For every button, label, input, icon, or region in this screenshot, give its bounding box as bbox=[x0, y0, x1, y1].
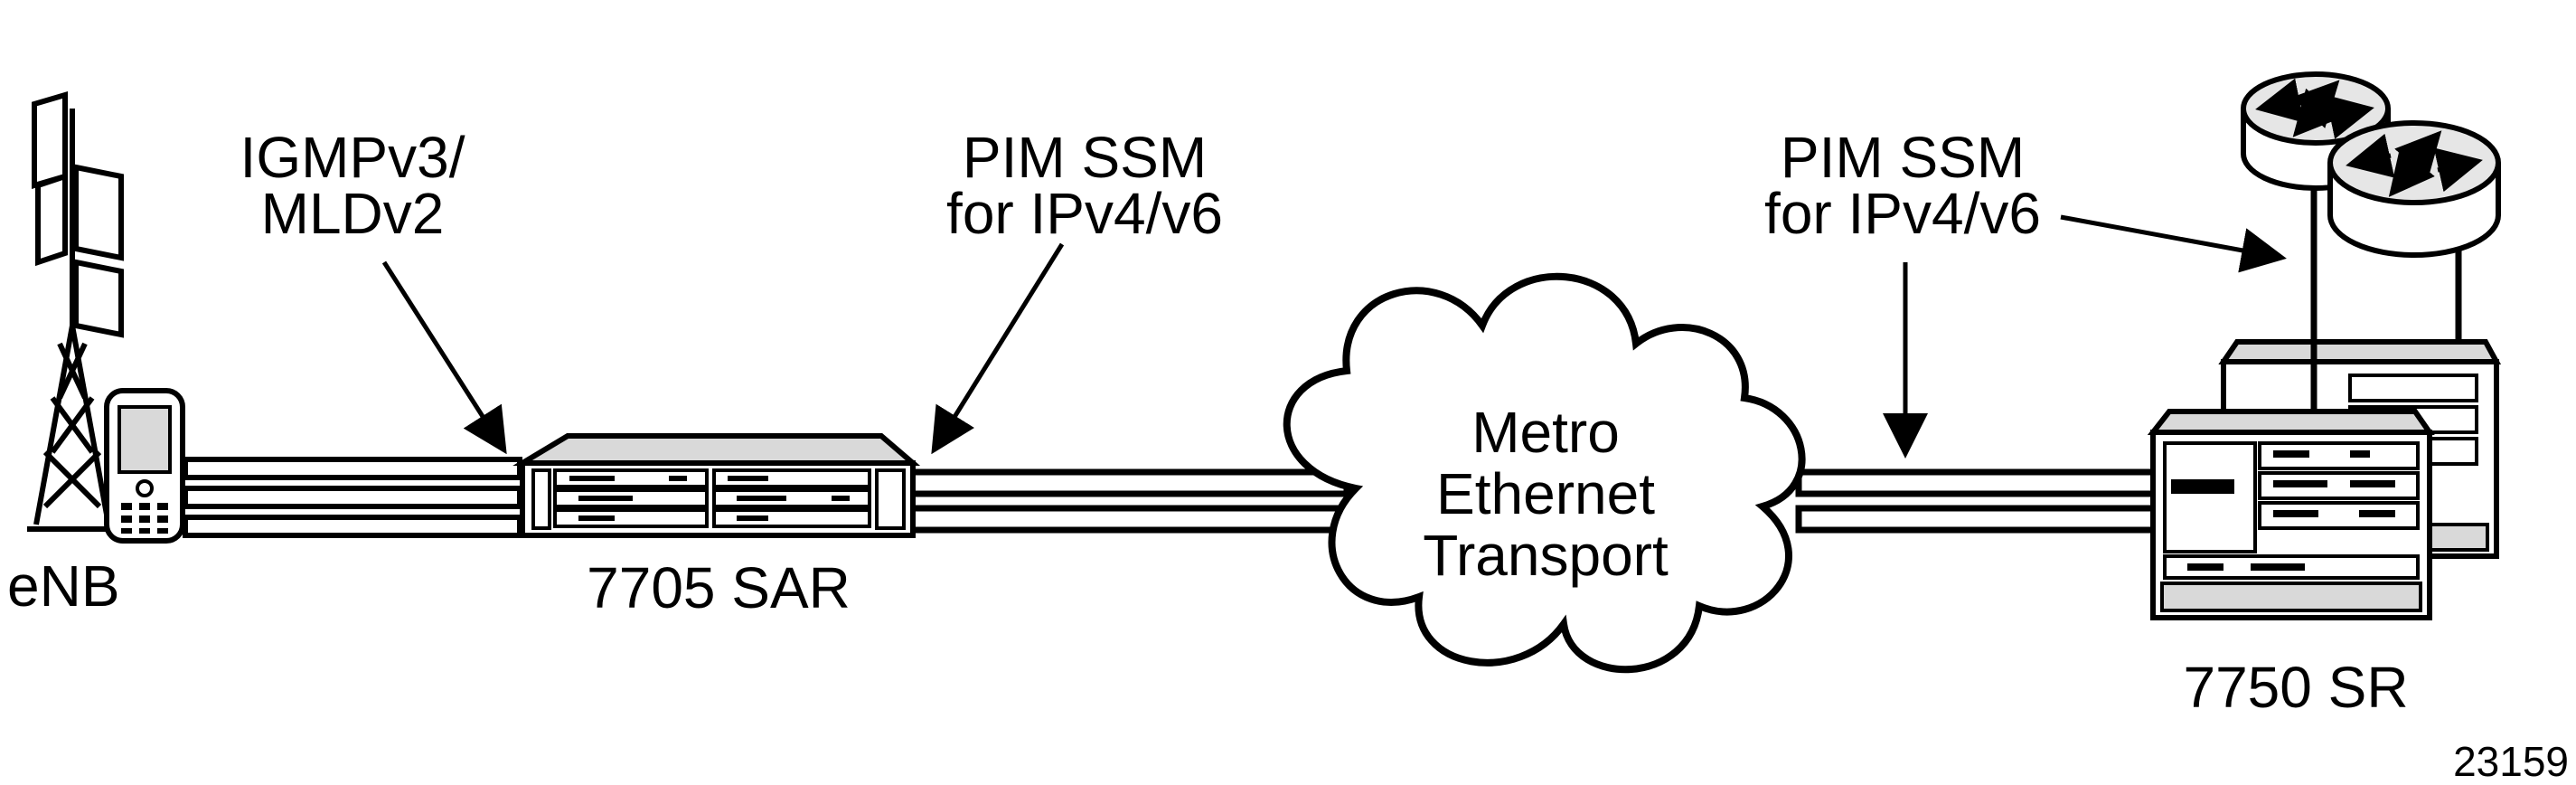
sar-label: 7705 SAR bbox=[587, 555, 851, 620]
pim-left-label-line1: PIM SSM bbox=[963, 125, 1207, 190]
cloud-label-line1: Metro bbox=[1471, 400, 1620, 465]
arrow-pim-right-router bbox=[2060, 214, 2287, 273]
link-sar-to-cloud bbox=[900, 468, 1350, 534]
link-cloud-to-sr bbox=[1795, 468, 2164, 534]
enb-label: eNB bbox=[7, 553, 120, 619]
pim-right-label-line2: for IPv4/v6 bbox=[1764, 181, 2041, 246]
arrow-pim-left bbox=[931, 242, 1065, 455]
sr-chassis-icon bbox=[2147, 362, 2435, 620]
cloud-label-line3: Transport bbox=[1423, 523, 1669, 588]
mobile-phone-icon bbox=[104, 388, 185, 544]
router-front-icon bbox=[2327, 120, 2501, 344]
pim-left-label-line2: for IPv4/v6 bbox=[946, 181, 1223, 246]
cloud-label-line2: Ethernet bbox=[1436, 461, 1655, 526]
sar-chassis-icon bbox=[512, 433, 921, 538]
cloud-icon bbox=[1283, 272, 1806, 674]
link-enb-to-sar bbox=[183, 457, 522, 538]
sr-label: 7750 SR bbox=[2183, 655, 2408, 720]
igmp-label-line2: MLDv2 bbox=[261, 181, 445, 246]
figure-id: 23159 bbox=[2453, 738, 2569, 785]
arrows bbox=[381, 214, 2287, 459]
arrow-igmp bbox=[381, 260, 507, 455]
pim-right-label-line1: PIM SSM bbox=[1781, 125, 2025, 190]
cell-tower-icon bbox=[27, 90, 124, 532]
igmp-label-line1: IGMPv3/ bbox=[240, 125, 465, 190]
